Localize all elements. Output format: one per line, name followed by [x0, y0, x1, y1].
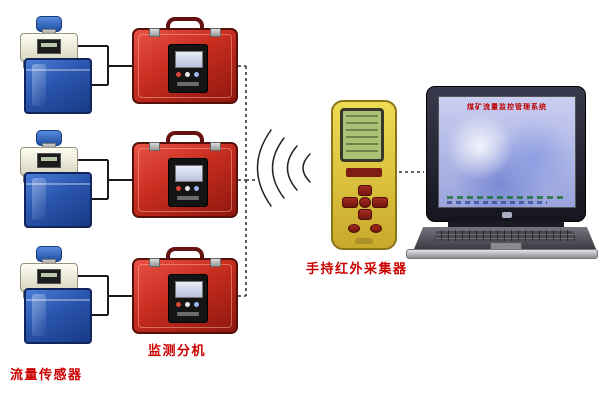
sensor-group-3	[18, 246, 118, 348]
panel-display	[175, 281, 203, 298]
laptop-touchpad	[490, 242, 522, 249]
panel-button	[185, 72, 190, 77]
laptop-keyboard	[434, 230, 576, 241]
panel-slot	[177, 312, 199, 316]
sensor-case-shine	[32, 178, 46, 220]
keypad-right-button	[372, 197, 388, 208]
screen-text-line	[447, 196, 565, 199]
case-clasp	[149, 258, 160, 267]
panel-display	[175, 165, 203, 182]
panel-button	[194, 186, 199, 191]
case-handle	[166, 131, 204, 149]
dotted-bus-line	[238, 65, 257, 297]
panel-slot	[177, 196, 199, 200]
case-clasp	[149, 142, 160, 151]
flow-meter-display	[37, 153, 61, 168]
flow-meter-display	[37, 39, 61, 54]
case-clasp	[149, 28, 160, 37]
panel-slot	[177, 82, 199, 86]
case-body	[132, 142, 238, 218]
panel-button	[194, 302, 199, 307]
keypad-up-button	[358, 185, 372, 196]
sensor-case	[24, 172, 92, 228]
laptop-hinge	[448, 221, 564, 228]
panel-display	[175, 51, 203, 68]
sensor-group-2	[18, 130, 118, 232]
panel-led	[176, 72, 181, 77]
handheld-device	[331, 100, 397, 250]
panel-button	[185, 186, 190, 191]
sensor-group-1	[18, 16, 118, 118]
control-panel	[168, 44, 208, 93]
flow-meter-display	[37, 269, 61, 284]
wireless-waves-icon	[256, 129, 311, 207]
sensor-case-lid	[26, 299, 90, 301]
handheld-lcd-screen	[340, 108, 384, 162]
keypad-ok-button	[359, 197, 371, 208]
panel-led	[176, 302, 181, 307]
monitor-unit-3	[132, 247, 238, 334]
sensor-case-shine	[32, 294, 46, 336]
monitor-unit-2	[132, 131, 238, 218]
case-body	[132, 28, 238, 104]
panel-led	[176, 186, 181, 191]
sensor-case-shine	[32, 64, 46, 106]
keypad-left-button	[342, 197, 358, 208]
monitor-unit-1	[132, 17, 238, 104]
keypad-down-button	[358, 209, 372, 220]
case-clasp	[210, 258, 221, 267]
keypad-button	[370, 224, 382, 233]
screen-text-line	[447, 201, 547, 204]
laptop-screen-title: 煤矿流量监控管理系统	[467, 104, 547, 111]
handheld-label: 手持红外采集器	[306, 261, 408, 276]
sensor-case-lid	[26, 183, 90, 185]
case-rim	[138, 148, 232, 212]
flow-sensor-label: 流量传感器	[10, 367, 83, 382]
monitor-unit-label: 监测分机	[148, 343, 207, 358]
flow-meter-icon	[20, 246, 78, 299]
case-handle	[166, 247, 204, 265]
panel-button	[194, 72, 199, 77]
case-clasp	[210, 28, 221, 37]
case-body	[132, 258, 238, 334]
case-rim	[138, 34, 232, 98]
laptop-keyboard-deck	[414, 227, 596, 249]
panel-button	[185, 302, 190, 307]
case-handle	[166, 17, 204, 35]
case-clasp	[210, 142, 221, 151]
control-panel	[168, 158, 208, 207]
laptop-front-edge	[406, 249, 598, 259]
keypad-button	[348, 224, 360, 233]
sensor-case-lid	[26, 69, 90, 71]
control-panel	[168, 274, 208, 323]
laptop-display: 煤矿流量监控管理系统	[438, 96, 576, 208]
sensor-case	[24, 288, 92, 344]
sensor-case	[24, 58, 92, 114]
case-rim	[138, 264, 232, 328]
laptop-screen: 煤矿流量监控管理系统	[426, 86, 586, 222]
handheld-foot	[355, 238, 373, 244]
handheld-label-strip	[346, 168, 382, 177]
laptop-logo	[502, 212, 512, 218]
